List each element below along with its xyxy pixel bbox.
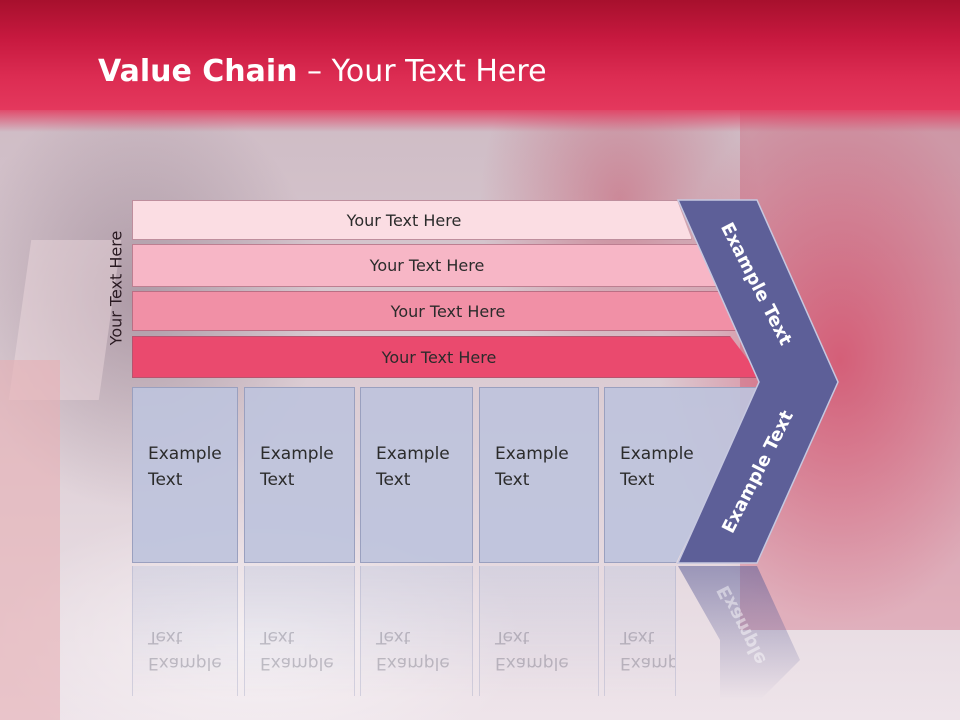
slide-title-bold: Value Chain — [98, 54, 298, 89]
primary-activity-box[interactable]: Example Text — [479, 387, 599, 563]
support-activity-row[interactable]: Your Text Here — [132, 200, 692, 240]
support-activity-row[interactable]: Your Text Here — [132, 244, 738, 287]
margin-chevron-reflection — [678, 566, 800, 700]
box-reflection: Example Text — [479, 566, 599, 696]
primary-activity-box[interactable]: Example Text — [132, 387, 238, 563]
title-bar-fade — [0, 110, 960, 132]
box-label: Example Text — [260, 444, 334, 490]
support-activity-row[interactable]: Your Text Here — [132, 291, 780, 331]
row-label: Your Text Here — [369, 256, 485, 275]
box-reflection: Example Text — [132, 566, 238, 696]
row-label: Your Text Here — [381, 347, 497, 367]
box-reflection: Example Text — [360, 566, 473, 696]
box-label: Example Text — [620, 444, 694, 490]
background-hand — [0, 360, 60, 720]
support-activity-row[interactable]: Your Text Here — [132, 336, 762, 378]
slide-title-rest: – Your Text Here — [297, 54, 547, 89]
slide-title[interactable]: Value Chain – Your Text Here — [98, 54, 547, 89]
box-reflection: Example Text — [244, 566, 355, 696]
primary-activity-box[interactable]: Example Text — [244, 387, 355, 563]
box-label: Example Text — [148, 444, 222, 490]
box-label: Example Text — [495, 444, 569, 490]
box-reflection: Example Text — [604, 566, 676, 696]
box-label: Example Text — [376, 444, 450, 490]
margin-chevron-shape[interactable] — [676, 199, 839, 564]
row-label: Your Text Here — [390, 301, 506, 321]
row-label: Your Text Here — [346, 210, 462, 230]
primary-activity-box[interactable]: Example Text — [360, 387, 473, 563]
title-bar — [0, 0, 960, 110]
